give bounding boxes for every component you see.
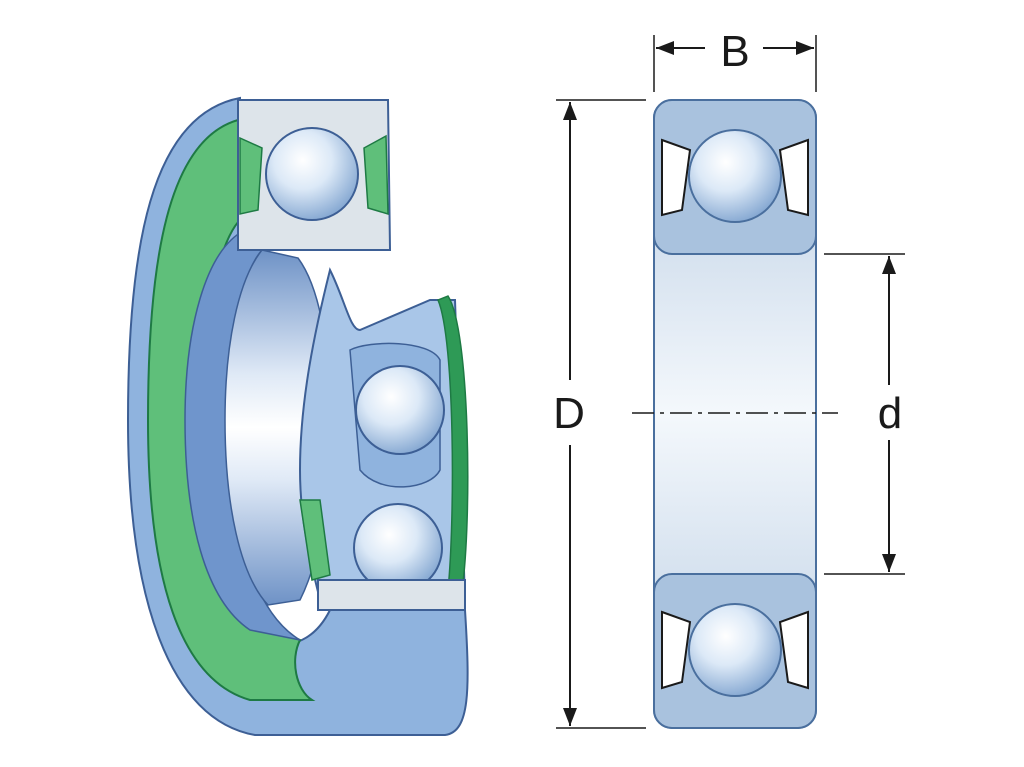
top-ball [265, 127, 359, 221]
middle-ball [355, 365, 445, 455]
bottom-shield-left [661, 610, 692, 690]
top-shield-left [661, 138, 692, 217]
b-arrow-right-icon [796, 41, 814, 55]
lower-ball [353, 503, 443, 593]
dimension-label-b: B [720, 27, 749, 76]
d-outer-arrow-bottom-icon [563, 708, 577, 726]
top-shield-right [778, 138, 809, 217]
d-outer-arrow-top-icon [563, 102, 577, 120]
cutaway-bearing-illustration [126, 96, 469, 736]
bottom-section-cut [317, 579, 466, 611]
dimension-label-bore-d: d [878, 389, 902, 438]
top-seal-left [239, 136, 263, 215]
bottom-shield-right [778, 610, 809, 690]
b-arrow-left-icon [656, 41, 674, 55]
section-top-ball [688, 129, 782, 223]
top-seal-right [363, 134, 389, 216]
d-bore-arrow-top-icon [882, 256, 896, 274]
section-bottom-ball [688, 603, 782, 697]
d-bore-arrow-bottom-icon [882, 554, 896, 572]
bottom-seal [299, 499, 331, 581]
dimension-label-outer-d: D [553, 389, 585, 438]
bearing-section-drawing: B D d [553, 27, 905, 729]
